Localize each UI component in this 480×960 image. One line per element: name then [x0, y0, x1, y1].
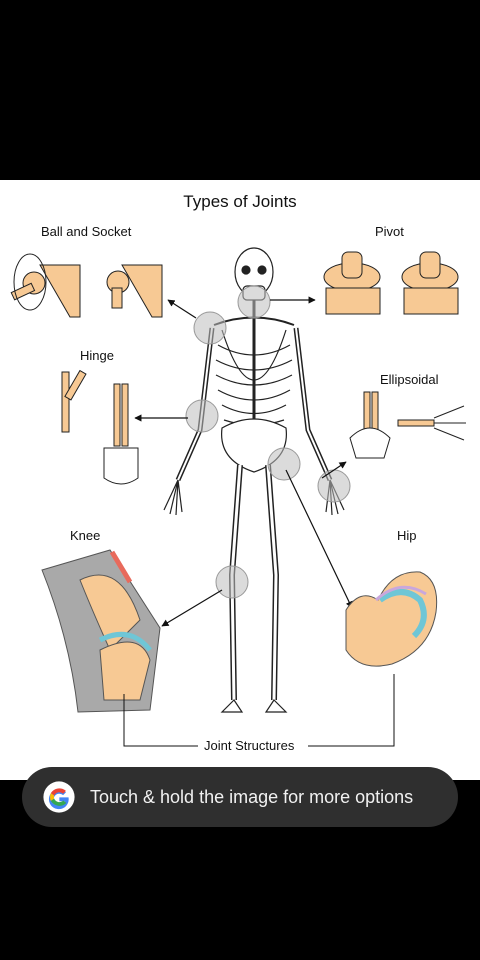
- pivot-illustration: [323, 251, 459, 315]
- lens-hint-toast[interactable]: Touch & hold the image for more options: [22, 767, 458, 827]
- label-pivot: Pivot: [375, 224, 404, 239]
- label-ellipsoidal: Ellipsoidal: [380, 372, 439, 387]
- joint-structures-bracket: [123, 674, 395, 747]
- hinge-illustration: [61, 369, 139, 485]
- skeleton: [163, 247, 345, 713]
- toast-text: Touch & hold the image for more options: [90, 786, 414, 807]
- diagram-title: Types of Joints: [183, 192, 297, 211]
- ellipsoidal-illustration: [349, 391, 466, 459]
- knee-detail: [41, 549, 161, 713]
- label-joint-structures: Joint Structures: [204, 738, 295, 753]
- ball-and-socket-illustration: [10, 253, 163, 318]
- label-hinge: Hinge: [80, 348, 114, 363]
- label-knee: Knee: [70, 528, 101, 543]
- hip-detail: [345, 571, 438, 667]
- pointer-arrows: [134, 296, 353, 627]
- label-ball-and-socket: Ball and Socket: [41, 224, 132, 239]
- google-g-icon: [43, 781, 75, 813]
- skeleton-diagram: [10, 247, 466, 747]
- label-hip: Hip: [397, 528, 417, 543]
- joint-highlights: [185, 285, 351, 599]
- diagram-image[interactable]: Types of Joints Ball and Socket Pivot Hi…: [0, 180, 480, 780]
